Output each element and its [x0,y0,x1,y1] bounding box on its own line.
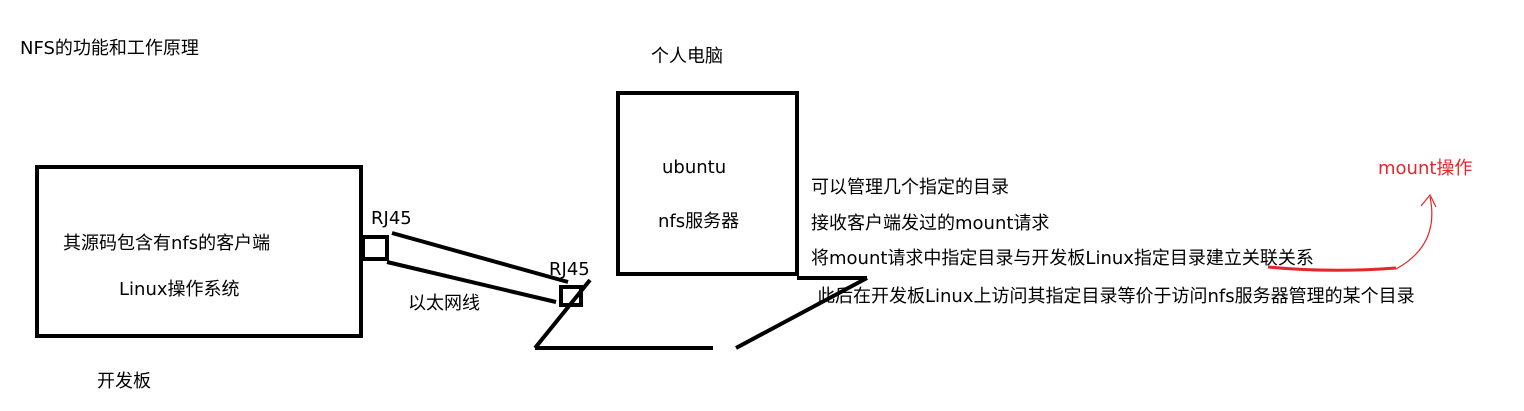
server-function-1: 可以管理几个指定的目录 [811,177,1009,198]
laptop-base-left [533,278,592,350]
board-os-label: Linux操作系统 [119,279,240,300]
cable-line-top [391,231,569,284]
laptop-base-right-edge [735,276,868,350]
board-client-label: 其源码包含有nfs的客户端 [63,233,271,254]
cable-line-bottom [386,260,557,304]
page-title: NFS的功能和工作原理 [20,38,199,59]
highlight-text: 建立关联关系 [1205,248,1314,269]
server-function-2: 接收客户端发过的mount请求 [811,213,1050,234]
pc-os-label: ubuntu [662,157,727,178]
laptop-screen [616,91,799,276]
annotation-arrow [1395,193,1437,270]
pc-caption: 个人电脑 [651,46,723,67]
board-rj45-port [361,235,389,261]
highlight-underline [1267,265,1397,272]
pc-server-label: nfs服务器 [658,211,740,232]
result-text: 此后在开发板Linux上访问其指定目录等价于访问nfs服务器管理的某个目录 [817,286,1415,307]
server-function-3: 将mount请求中指定目录与开发板Linux指定目录建立关联关系 [811,248,1314,270]
cable-label: 以太网线 [408,293,480,314]
board-caption: 开发板 [97,371,151,392]
board-port-label: RJ45 [371,208,412,229]
pc-port-label: RJ45 [549,259,590,280]
annotation-label: mount操作 [1378,158,1473,179]
server-function-3-text: 将mount请求中指定目录与开发板Linux指定目录 [811,248,1206,269]
